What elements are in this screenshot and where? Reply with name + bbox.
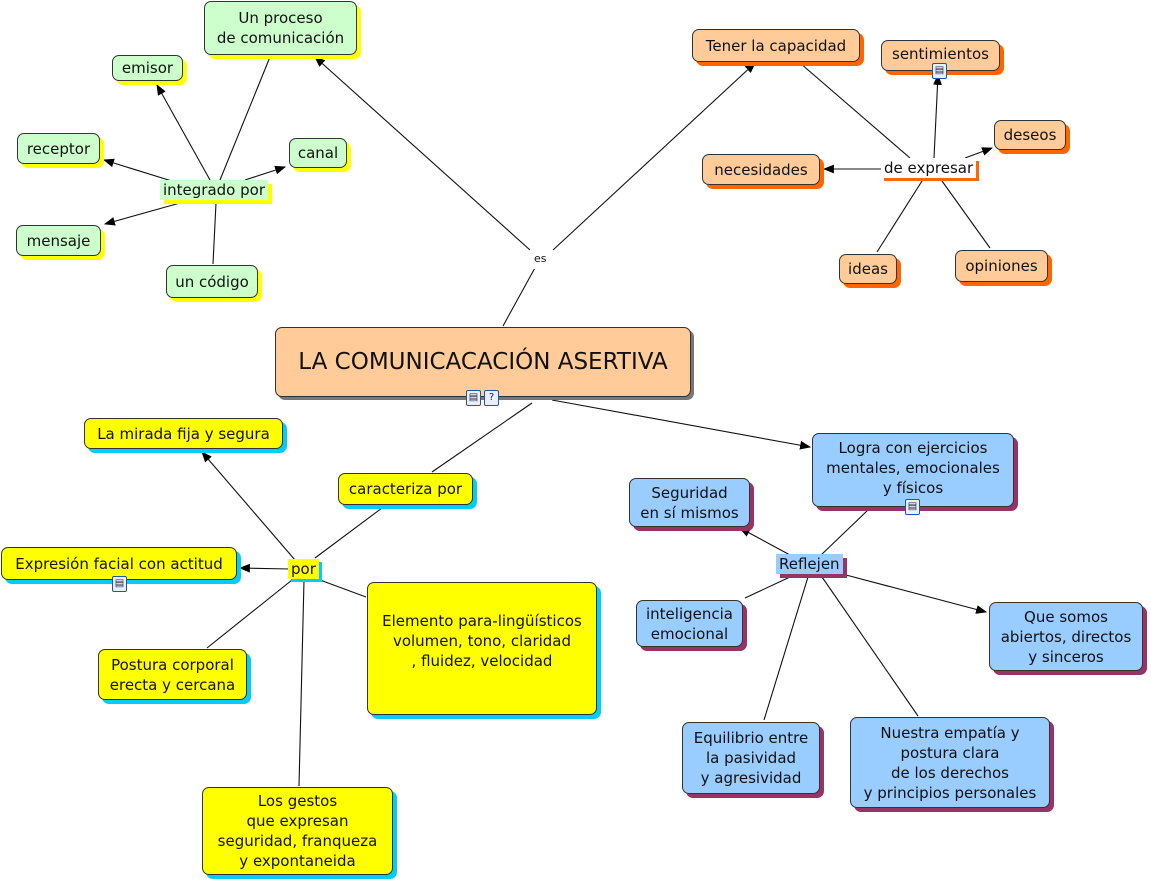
concept-seguridad[interactable]: Seguridad en sí mismos [629,478,750,527]
concept-logra[interactable]: Logra con ejercicios mentales, emocional… [812,433,1014,507]
concept-necesidades[interactable]: necesidades [702,154,820,185]
resource-question-icon[interactable]: ? [484,390,499,406]
concept-inteligencia[interactable]: inteligencia emocional [636,600,743,647]
concept-capacidad[interactable]: Tener la capacidad [692,29,860,62]
link-label-reflejen[interactable]: Reflejen [776,554,843,574]
link-caracteriza[interactable]: caracteriza por [338,473,473,505]
concept-elemento[interactable]: Elemento para-lingüísticos volumen, tono… [367,582,597,715]
central-concept[interactable]: LA COMUNICACACIÓN ASERTIVA [275,327,691,397]
link-label-es[interactable]: es [531,249,550,269]
resource-document-icon[interactable]: ▤ [466,390,481,406]
concept-canal[interactable]: canal [289,138,347,168]
concept-mensaje[interactable]: mensaje [16,225,101,256]
concept-codigo[interactable]: un código [166,265,258,298]
concept-postura[interactable]: Postura corporal erecta y cercana [98,649,247,700]
concept-gestos[interactable]: Los gestos que expresan seguridad, franq… [202,787,393,875]
concept-equilibrio[interactable]: Equilibrio entre la pasividad y agresivi… [682,722,820,794]
resource-document-icon[interactable]: ▤ [112,576,127,592]
link-label-expresar[interactable]: de expresar [881,158,977,178]
concept-opiniones[interactable]: opiniones [955,250,1048,282]
link-label-integrado[interactable]: integrado por [160,180,268,200]
resource-document-icon[interactable]: ▤ [932,63,947,79]
concept-receptor[interactable]: receptor [17,133,100,164]
concept-ideas[interactable]: ideas [839,254,897,284]
resource-document-icon[interactable]: ▤ [905,499,920,515]
concept-emisor[interactable]: emisor [112,55,183,81]
concept-proceso[interactable]: Un proceso de comunicación [204,1,357,55]
concept-deseos[interactable]: deseos [994,120,1066,150]
concept-que-somos[interactable]: Que somos abiertos, directos y sinceros [989,602,1143,671]
link-label-por[interactable]: por [288,559,319,579]
concept-mirada[interactable]: La mirada fija y segura [84,418,283,449]
concept-empatia[interactable]: Nuestra empatía y postura clara de los d… [850,717,1050,808]
